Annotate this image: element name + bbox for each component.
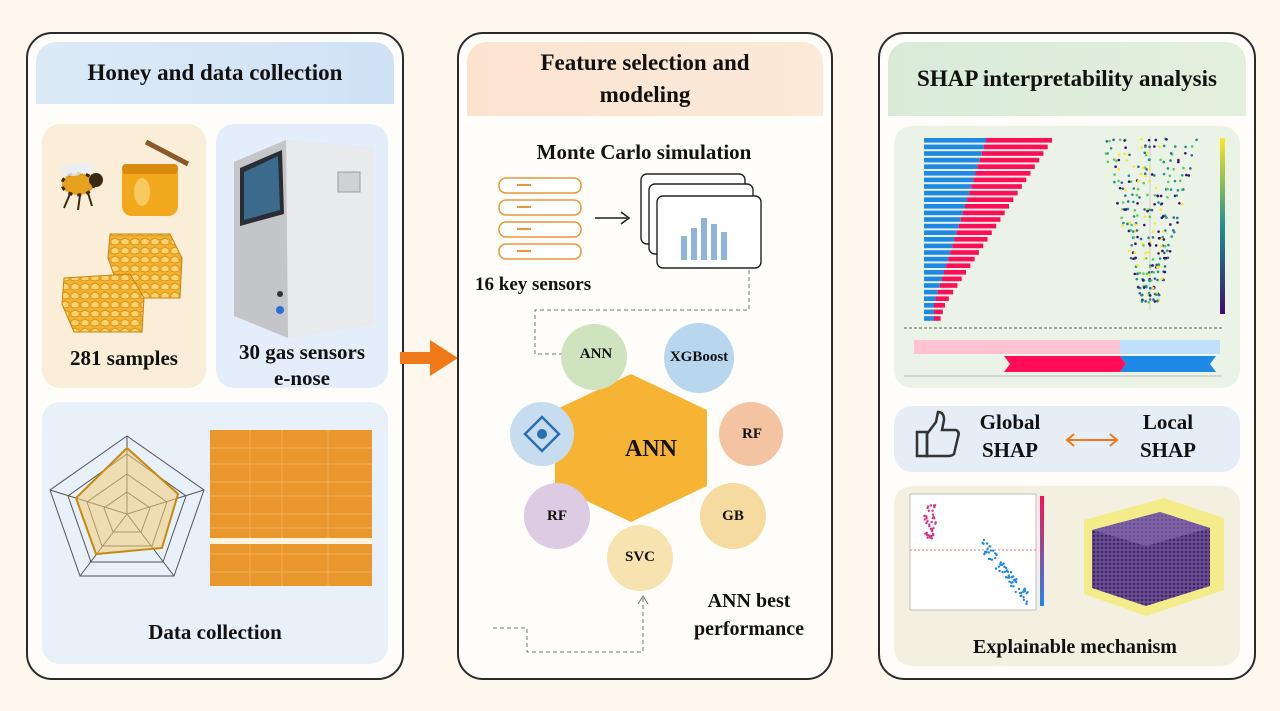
model-label-ann: ANN (579, 346, 613, 362)
model-label-xgboost: XGBoost (669, 349, 729, 365)
radar-chart-icon (49, 435, 205, 577)
data-collection-label: Data collection (148, 620, 282, 644)
panel2-title: Feature selection and modeling (467, 42, 823, 116)
thumbs-up-icon (915, 410, 960, 458)
monte-carlo-label: Monte Carlo simulation (536, 140, 752, 164)
diamond-icon (523, 415, 561, 453)
bee-honey-jar-image (60, 139, 190, 216)
panel2-title-line2: modeling (599, 82, 691, 107)
shap-dependence-plot (909, 493, 1044, 611)
model-circle-gb (700, 483, 766, 549)
double-arrow-icon (1065, 433, 1119, 447)
shap-beeswarm-plot (1104, 136, 1225, 314)
dashed-connector (534, 270, 750, 355)
arrow-right-icon (400, 340, 458, 376)
model-circle-rf2 (524, 483, 590, 549)
panel2-title-line1: Feature selection and (540, 50, 750, 75)
best-perf-line2: performance (694, 618, 804, 640)
enose-label-line2: e-nose (274, 366, 330, 390)
feature-selection-panel: Feature selection and modeling Monte Car… (457, 32, 833, 680)
return-dashed-arrow (493, 595, 649, 653)
panel1-title: Honey and data collection (36, 42, 394, 104)
mechanism-label: Explainable mechanism (973, 636, 1177, 658)
e-nose-device-image (234, 140, 374, 338)
database-icon (498, 177, 582, 260)
key-sensors-label: 16 key sensors (475, 274, 592, 295)
honeycomb-image (61, 233, 183, 333)
honey-data-collection-panel: Honey and data collection 281 samples (26, 32, 404, 680)
shap-force-plot (904, 327, 1222, 377)
model-circle-rf (719, 402, 783, 466)
enose-label-line1: 30 gas sensors (238, 340, 365, 364)
model-label-rf: RF (742, 426, 762, 442)
local-shap-line2: SHAP (1139, 438, 1196, 462)
center-model-label: ANN (625, 436, 677, 462)
local-shap-line1: Local (1142, 410, 1194, 434)
shap-summary-bar-plot (924, 138, 1052, 321)
model-label-gb: GB (722, 508, 744, 524)
model-circle-xgboost (664, 323, 734, 393)
panel3-title: SHAP interpretability analysis (888, 42, 1246, 116)
shap-3d-cube-plot (1084, 498, 1224, 616)
best-perf-line1: ANN best (707, 590, 791, 612)
mc-arrow-icon (595, 211, 631, 225)
model-label-svc: SVC (624, 549, 655, 565)
global-shap-line2: SHAP (981, 438, 1038, 462)
model-cluster (510, 323, 783, 591)
model-circle-svc (607, 525, 673, 591)
shap-panel: SHAP interpretability analysis Global SH… (878, 32, 1256, 680)
ann-hexagon (555, 374, 707, 522)
samples-label: 281 samples (70, 346, 178, 370)
bar-chart-stack-icon (640, 173, 762, 269)
heatmap-icon (210, 430, 372, 586)
global-shap-line1: Global (979, 410, 1041, 434)
model-label-rf2: RF (547, 508, 567, 524)
model-circle-ann (561, 324, 627, 390)
